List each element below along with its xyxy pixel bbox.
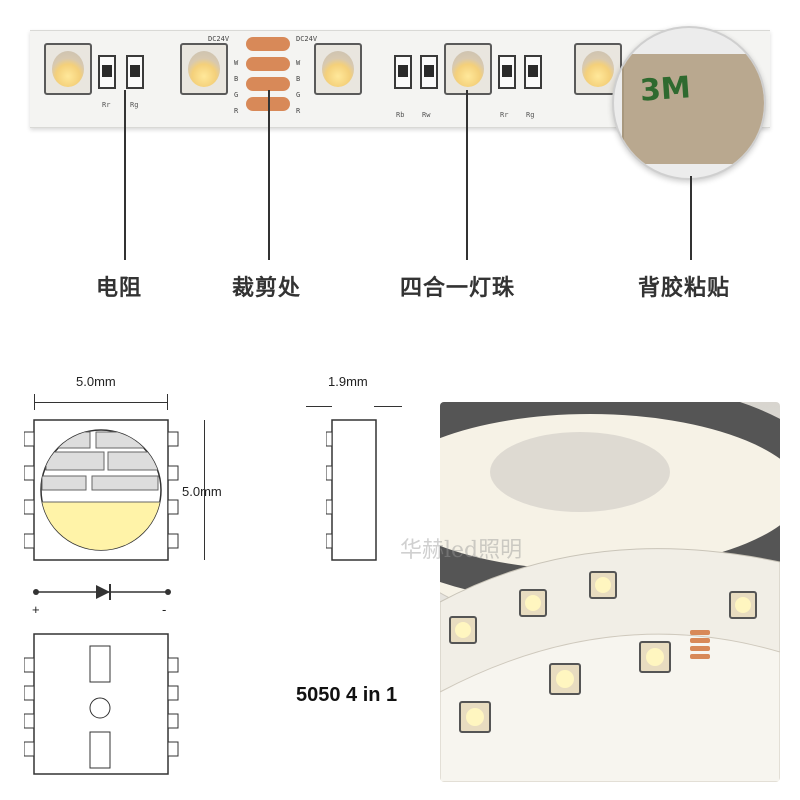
height-dimension-label: 5.0mm: [182, 484, 222, 499]
leader-line: [690, 176, 692, 260]
led-chip: [44, 43, 92, 95]
resistor-label: Rg: [526, 111, 535, 119]
resistor: [524, 55, 542, 89]
led-chip: [574, 43, 622, 95]
width-dimension-label: 5.0mm: [76, 374, 116, 389]
channel-label: G: [296, 91, 301, 99]
3m-logo: 3M: [638, 70, 692, 109]
watermark: 华赫led照明: [400, 538, 523, 563]
dimension-tick: [34, 394, 35, 410]
channel-label: R: [234, 107, 239, 115]
channel-label: W: [296, 59, 301, 67]
resistor-label: Rr: [102, 101, 111, 109]
resistor: [420, 55, 438, 89]
led-side-view-diagram: [326, 419, 377, 561]
callout-led-chip: 四合一灯珠: [400, 276, 516, 301]
channel-label: B: [234, 75, 239, 83]
product-model: 5050 4 in 1: [296, 684, 398, 706]
led-bottom-view-diagram: [24, 633, 179, 775]
dimension-tick: [167, 394, 168, 410]
callout-cut-point: 裁剪处: [232, 276, 302, 301]
led-reel-photo: [440, 402, 780, 782]
thickness-dimension-label: 1.9mm: [328, 374, 368, 389]
leader-line: [124, 90, 126, 260]
height-dimension-line: [204, 420, 205, 560]
resistor: [394, 55, 412, 89]
callout-resistor: 电阻: [96, 276, 143, 301]
resistor: [126, 55, 144, 89]
solder-pad: [246, 37, 290, 51]
channel-label: R: [296, 107, 301, 115]
thickness-arrow: [374, 406, 402, 407]
solder-pad: [246, 77, 290, 91]
adhesive-magnifier: 3M: [612, 26, 766, 180]
adhesive-tape: 3M: [622, 54, 764, 164]
channel-label: G: [234, 91, 239, 99]
led-chip: [180, 43, 228, 95]
leader-line: [268, 90, 270, 260]
resistor-label: Rw: [422, 111, 431, 119]
resistor: [98, 55, 116, 89]
resistor-label: Rg: [130, 101, 139, 109]
diode-symbol: [33, 584, 171, 600]
channel-label: B: [296, 75, 301, 83]
resistor-label: Rr: [500, 111, 509, 119]
width-dimension-line: [34, 402, 168, 403]
channel-label: W: [234, 59, 239, 67]
dc-voltage-label: DC24V: [296, 35, 318, 43]
led-chip: [444, 43, 492, 95]
callout-adhesive: 背胶粘贴: [638, 276, 731, 301]
solder-pad: [246, 57, 290, 71]
cathode-sign: -: [162, 602, 167, 617]
resistor-label: Rb: [396, 111, 405, 119]
thickness-arrow: [306, 406, 332, 407]
dc-voltage-label: DC24V: [208, 35, 230, 43]
anode-sign: +: [32, 602, 40, 617]
resistor: [498, 55, 516, 89]
led-chip: [314, 43, 362, 95]
led-top-view-diagram: [24, 419, 179, 561]
leader-line: [466, 90, 468, 260]
